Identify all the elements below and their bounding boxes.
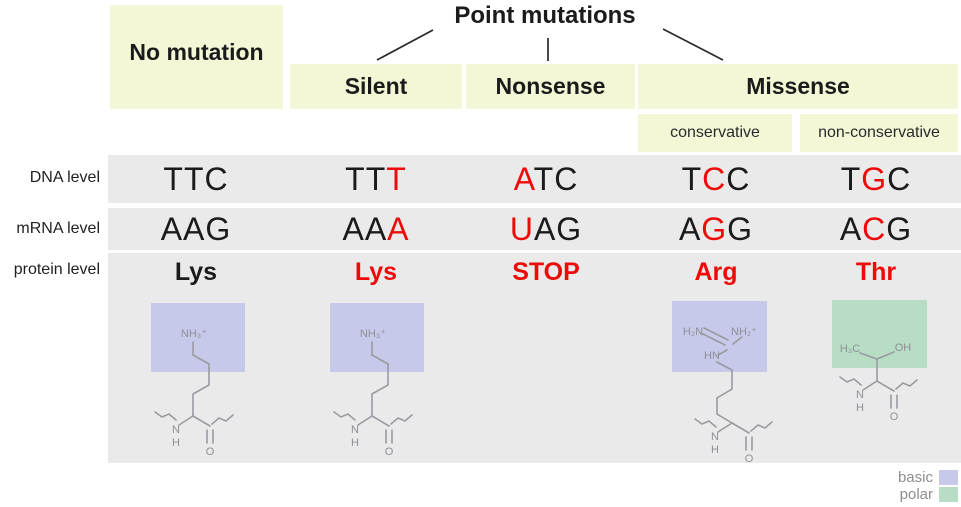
backbone-o-label: O [206,446,215,458]
legend: basic polar [898,469,958,503]
dna-level-band [108,155,961,203]
mrna-codon-nonsense: UAG [509,211,583,247]
mrna-codon-no-mutation: AAG [160,211,232,247]
backbone-n-label: N [351,424,359,436]
amine-group-label: NH₃⁺ [181,328,207,340]
backbone-n-label: N [172,424,180,436]
amine-group-label: NH₃⁺ [360,328,386,340]
legend-basic-label: basic [897,468,933,486]
protein-label-missense-conservative: Arg [694,258,738,286]
backbone-o-label: O [385,446,394,458]
basic-highlight-box [151,303,245,372]
header-conservative-label: conservative [670,124,760,141]
left-amine-label: H₂N [683,326,703,338]
legend-polar-label: polar [899,485,933,503]
header-silent: Silent [290,64,462,109]
basic-highlight-box [330,303,424,372]
dna-codon-no-mutation: TTC [163,161,229,197]
mrna-codon-silent: AAA [342,211,410,247]
lysine-structure: NH₃⁺ N H O [151,303,245,458]
diagram-title: Point mutations [454,2,636,29]
row-label-mrna: mRNA level [16,220,100,237]
basic-color-swatch [939,469,958,485]
backbone-h-label: H [856,402,864,414]
header-non-conservative: non-conservative [800,114,958,152]
backbone-h-label: H [172,437,180,449]
mrna-codon-missense-non-conservative: ACG [839,211,913,247]
hydroxyl-group-label: OH [895,342,912,354]
backbone-o-label: O [890,411,899,423]
dna-codon-nonsense: ATC [513,161,579,197]
lysine-structure: NH₃⁺ N H O [330,303,424,458]
header-nonsense-label: Nonsense [495,73,606,99]
protein-label-nonsense: STOP [512,258,580,286]
protein-label-no-mutation: Lys [174,258,218,286]
dna-codon-silent: TTT [345,161,407,197]
backbone-h-label: H [351,437,359,449]
polar-highlight-box [832,300,927,368]
row-label-dna: DNA level [29,169,100,186]
header-missense-label: Missense [746,73,850,99]
mrna-level-band [108,208,961,250]
legend-row-polar: polar [898,485,958,503]
mrna-codon-missense-conservative: AGG [678,211,754,247]
right-amine-label: NH₂⁺ [731,326,757,338]
backbone-n-label: N [856,389,864,401]
backbone-o-label: O [745,453,754,465]
header-no-mutation-label: No mutation [129,39,264,65]
dna-codon-missense-non-conservative: TGC [840,161,912,197]
row-label-protein: protein level [13,261,100,278]
protein-label-silent: Lys [354,258,398,286]
backbone-n-label: N [711,431,719,443]
dna-codon-missense-conservative: TCC [681,161,751,197]
header-missense: Missense [638,64,958,109]
header-silent-label: Silent [344,73,408,99]
methyl-group-label: H₃C [840,343,860,355]
protein-level-band [108,253,961,463]
header-no-mutation: No mutation [110,5,283,109]
threonine-structure: H₃C OH N H O [832,300,927,423]
protein-label-missense-non-conservative: Thr [855,258,897,286]
backbone-h-label: H [711,444,719,456]
header-non-conservative-label: non-conservative [818,124,940,141]
header-conservative: conservative [638,114,792,152]
legend-row-basic: basic [897,468,958,486]
header-nonsense: Nonsense [466,64,635,109]
imino-group-label: HN [704,350,720,362]
arginine-structure: H₂N NH₂⁺ HN N H O [672,301,773,465]
polar-color-swatch [939,486,958,502]
